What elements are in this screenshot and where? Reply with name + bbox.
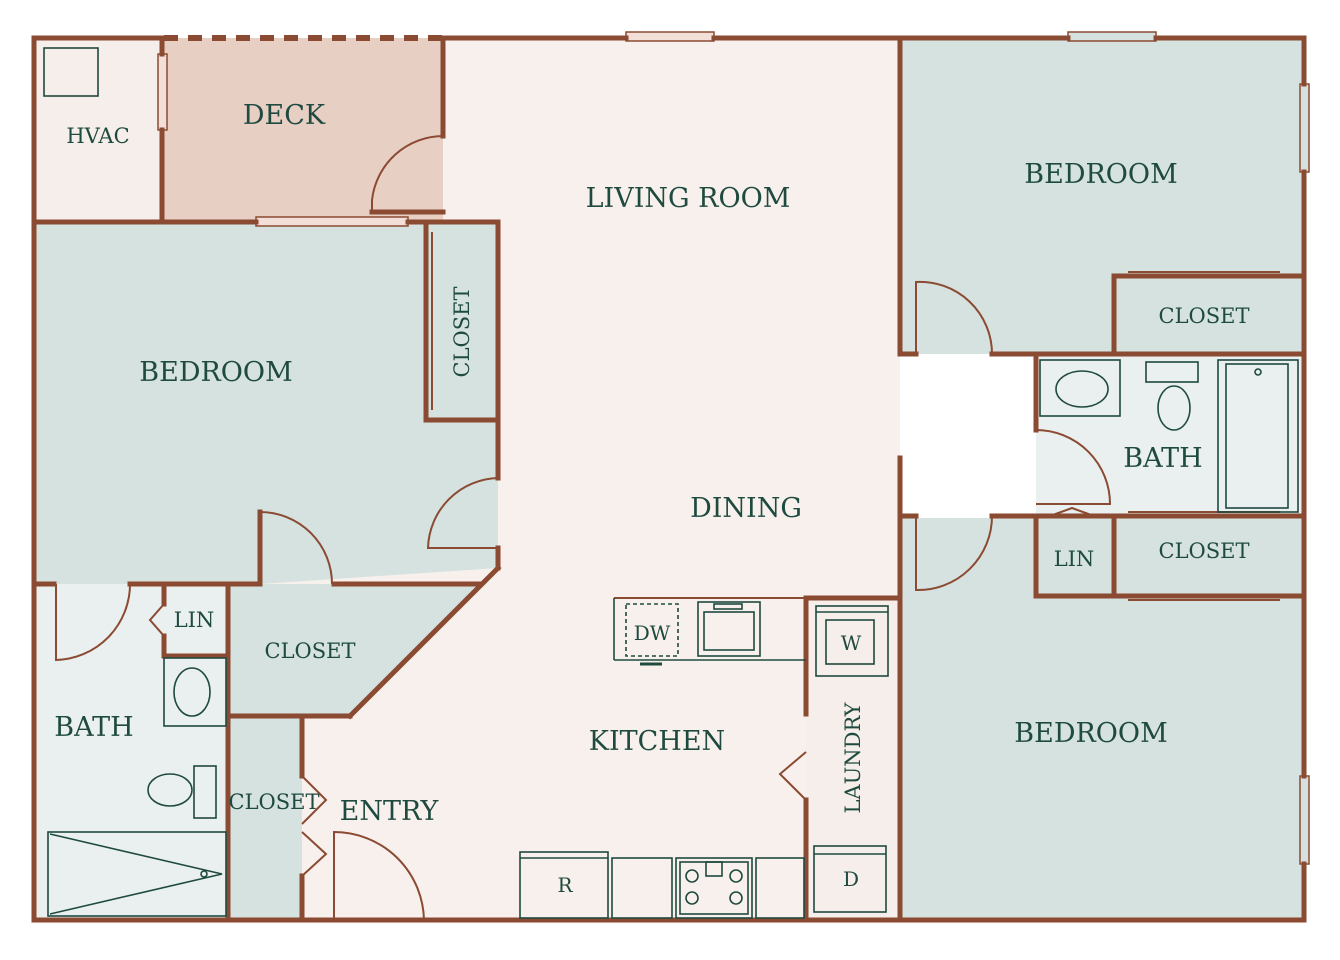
lin-right-label: LIN	[1054, 547, 1095, 571]
walls	[31, 35, 1307, 923]
washer-label: W	[841, 631, 862, 655]
closet-center-left-fill	[230, 584, 480, 716]
window-deck-bedroom	[255, 216, 409, 227]
bath-left-fill	[34, 584, 228, 920]
bath-right-label: BATH	[1123, 443, 1202, 474]
dryer-label: D	[843, 867, 859, 891]
shower-left-icon	[47, 831, 227, 917]
refrigerator-icon	[519, 851, 609, 919]
bath-left-label: BATH	[54, 712, 133, 743]
closet-entry-fill	[230, 718, 302, 920]
laundry-fill	[806, 598, 900, 920]
toilet-tank-left-icon	[193, 765, 217, 819]
dining-label: DINING	[690, 493, 802, 524]
sink-right-icon	[1039, 359, 1121, 417]
closet-top-right-label: CLOSET	[1159, 304, 1250, 328]
stove-icon	[675, 857, 753, 919]
room-fills	[34, 38, 1304, 920]
dryer-icon	[813, 845, 887, 913]
lin-left-label: LIN	[174, 608, 215, 632]
washer-icon	[815, 605, 889, 677]
bedroom-left-fill	[34, 224, 498, 584]
bath-right-fill	[1036, 356, 1304, 516]
closet-mid-right-label: CLOSET	[1159, 539, 1250, 563]
living-room-label: LIVING ROOM	[586, 183, 791, 214]
closet-center-left-label: CLOSET	[265, 639, 356, 663]
hvac-unit-icon	[43, 47, 99, 97]
deck-fill	[164, 38, 443, 222]
hvac-label: HVAC	[66, 124, 129, 148]
sink-left-icon	[163, 657, 227, 727]
bedroom-top-right-fill	[900, 38, 1304, 354]
bedroom-bottom-right-fill	[900, 518, 1304, 920]
fixtures	[43, 47, 1299, 919]
toilet-right-icon	[1157, 385, 1191, 431]
room-labels: HVAC DECK LIVING ROOM BEDROOM CLOSET BED…	[54, 100, 1249, 827]
appliance-labels: DW R W D	[557, 621, 861, 897]
toilet-tank-right-icon	[1145, 361, 1199, 383]
closet-left-vertical-fill	[426, 224, 498, 420]
laundry-label: LAUNDRY	[841, 701, 865, 813]
dishwasher-label: DW	[634, 621, 671, 645]
window-hvac-deck	[157, 53, 168, 131]
window-right-bedroom-bottom	[1299, 775, 1310, 865]
closet-entry-label: CLOSET	[229, 790, 320, 814]
bedroom-left-label: BEDROOM	[139, 357, 292, 388]
entry-label: ENTRY	[340, 796, 440, 827]
tub-right-icon	[1217, 359, 1299, 513]
refrigerator-label: R	[557, 873, 573, 897]
bedroom-top-right-label: BEDROOM	[1024, 159, 1177, 190]
toilet-left-icon	[147, 773, 193, 807]
window-right-bedroom-top	[1299, 83, 1310, 173]
bedroom-bottom-right-label: BEDROOM	[1014, 718, 1167, 749]
window-top-living	[625, 31, 715, 42]
deck-label: DECK	[243, 100, 326, 131]
dishwasher-icon	[625, 603, 679, 657]
kitchen-label: KITCHEN	[589, 726, 725, 757]
window-top-bedroom	[1067, 31, 1157, 42]
closet-left-vertical-label: CLOSET	[450, 287, 474, 378]
sink-kitchen-icon	[697, 601, 761, 657]
